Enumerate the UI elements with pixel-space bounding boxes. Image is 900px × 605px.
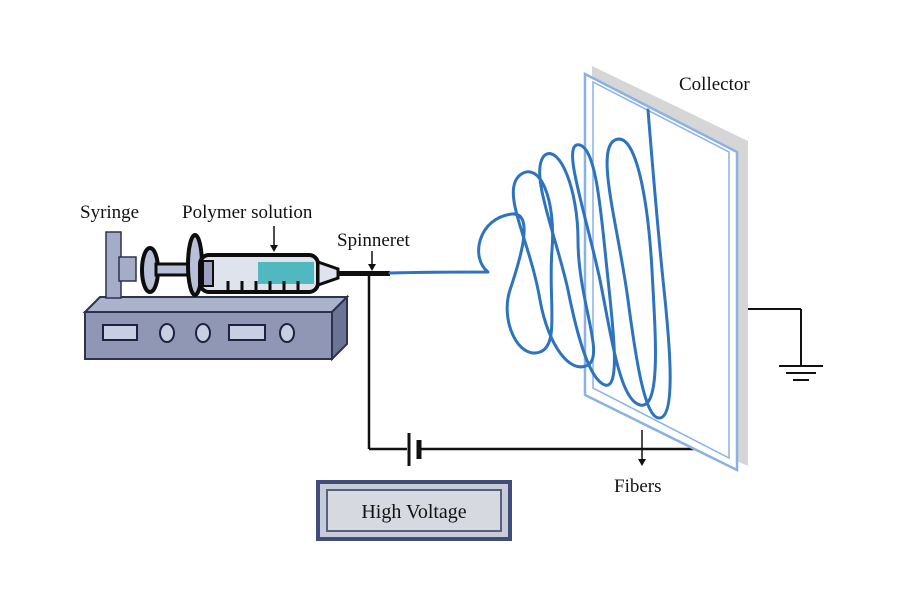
spinneret-label: Spinneret: [337, 230, 411, 251]
syringe: [140, 233, 390, 297]
ground-connection: [748, 308, 823, 381]
pump-display-right: [228, 324, 266, 341]
circuit-wires: [367, 276, 694, 451]
pump-knob-1: [159, 323, 175, 343]
syringe-nozzle: [316, 259, 340, 288]
polymer-solution-fill: [258, 262, 314, 284]
syringe-graduations: [226, 281, 300, 292]
pump-knob-3: [279, 323, 295, 343]
high-voltage-box: High Voltage: [316, 480, 512, 541]
collector-label: Collector: [679, 74, 750, 95]
collector-inner-frame: [592, 80, 730, 460]
polymer-solution-label: Polymer solution: [182, 202, 313, 223]
fiber-jet: [388, 108, 672, 420]
high-voltage-box-inner: [326, 489, 502, 532]
fibers-label: Fibers: [614, 476, 662, 497]
syringe-pump: [82, 231, 350, 362]
pump-top-face: [82, 296, 350, 313]
syringe-plunger-head: [202, 260, 214, 287]
syringe-label: Syringe: [80, 202, 139, 223]
pump-knob-2: [195, 323, 211, 343]
high-voltage-label: High Voltage: [361, 501, 466, 523]
spinneret-needle: [338, 271, 390, 276]
battery-symbol: [407, 433, 422, 466]
pump-display-left: [102, 324, 138, 341]
pump-pusher-block: [118, 256, 137, 282]
label-arrows: [270, 226, 646, 466]
